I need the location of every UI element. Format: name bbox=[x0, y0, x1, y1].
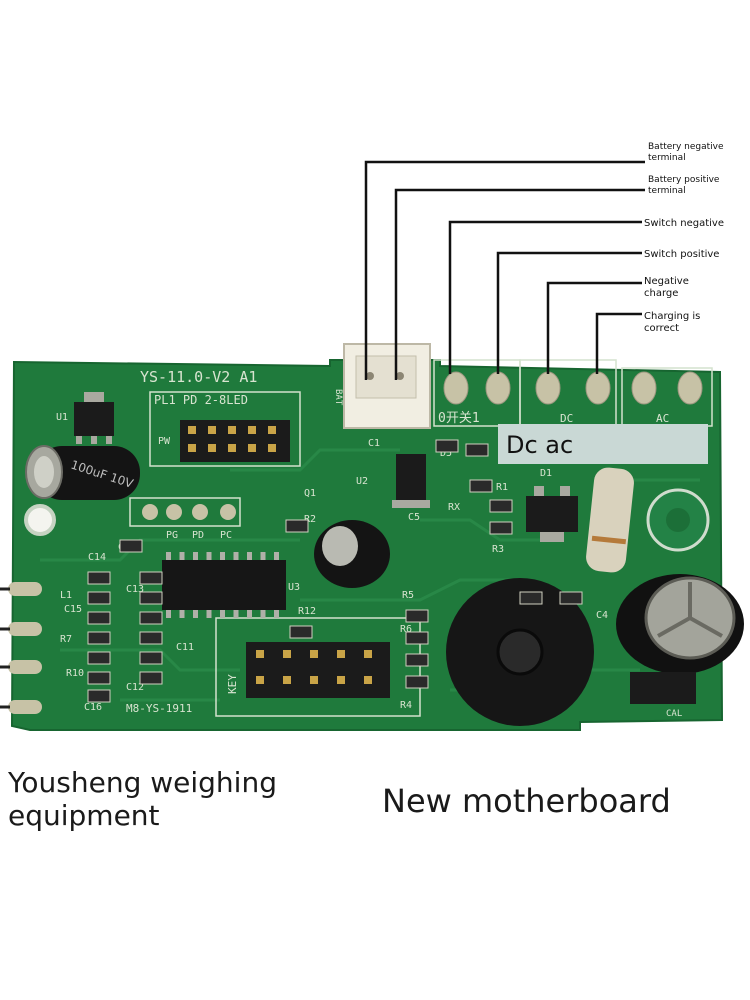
callout-lines bbox=[364, 160, 645, 380]
svg-text:R6: R6 bbox=[400, 624, 412, 635]
smd-components bbox=[87, 439, 583, 703]
svg-text:C13: C13 bbox=[126, 584, 144, 595]
dc-ac-overlay-box bbox=[498, 424, 708, 464]
svg-text:PC: PC bbox=[220, 530, 232, 541]
svg-text:R12: R12 bbox=[298, 606, 316, 617]
capacitor-large bbox=[616, 574, 744, 674]
cal-jumper bbox=[630, 672, 696, 704]
pin-header-top bbox=[180, 420, 290, 462]
svg-text:C1: C1 bbox=[368, 438, 380, 449]
svg-text:PD: PD bbox=[192, 530, 204, 541]
svg-text:U2: U2 bbox=[356, 476, 368, 487]
board-model-label: YS-11.0-V2 A1 bbox=[140, 368, 257, 386]
callout-line-battery-negative bbox=[364, 160, 645, 380]
footer-code: M8-YS-1911 bbox=[126, 702, 192, 715]
svg-text:Q1: Q1 bbox=[304, 488, 316, 499]
callout-line-switch-positive bbox=[496, 251, 642, 374]
top-solder-pads bbox=[443, 371, 703, 405]
svg-text:R3: R3 bbox=[492, 544, 504, 555]
svg-text:C12: C12 bbox=[126, 682, 144, 693]
ac-label: AC bbox=[656, 412, 669, 425]
svg-text:U1: U1 bbox=[56, 412, 68, 423]
regulator-u1 bbox=[74, 392, 114, 444]
microcontroller-u3 bbox=[162, 552, 286, 618]
svg-text:PG: PG bbox=[166, 530, 178, 541]
key-label: KEY bbox=[226, 674, 239, 694]
cal-label: CAL bbox=[666, 709, 682, 719]
svg-text:C4: C4 bbox=[596, 610, 608, 621]
callout-line-charging-correct bbox=[595, 312, 642, 374]
svg-text:C15: C15 bbox=[64, 604, 82, 615]
buzzer bbox=[446, 578, 594, 726]
dc-ac-overlay-label: Dc ac bbox=[506, 431, 574, 459]
svg-text:C5: C5 bbox=[408, 512, 420, 523]
callout-line-negative-charge bbox=[546, 281, 642, 374]
callout-line-battery-positive bbox=[394, 188, 645, 380]
battery-connector bbox=[343, 343, 431, 429]
svg-text:L1: L1 bbox=[60, 590, 72, 601]
svg-text:RX: RX bbox=[448, 502, 460, 513]
svg-text:R4: R4 bbox=[400, 700, 412, 711]
svg-text:U3: U3 bbox=[288, 582, 300, 593]
callout-battery-negative: Battery negative terminal bbox=[648, 142, 724, 163]
callout-battery-positive: Battery positive terminal bbox=[648, 175, 720, 196]
svg-text:C14: C14 bbox=[88, 552, 106, 563]
header-label: PL1 PD 2-8LED bbox=[154, 393, 248, 407]
power-resistor bbox=[586, 467, 634, 573]
capacitor-center bbox=[314, 520, 390, 588]
dc-label: DC bbox=[560, 412, 573, 425]
svg-text:R2: R2 bbox=[304, 514, 316, 525]
svg-text:D5: D5 bbox=[440, 448, 452, 459]
svg-text:R5: R5 bbox=[402, 590, 414, 601]
transistor-u2 bbox=[392, 454, 430, 508]
svg-text:C16: C16 bbox=[84, 702, 102, 713]
caption-left: Yousheng weighing equipment bbox=[8, 766, 277, 832]
key-pin-header bbox=[246, 642, 390, 698]
svg-text:PW: PW bbox=[158, 436, 171, 447]
svg-text:C11: C11 bbox=[176, 642, 194, 653]
svg-text:D1: D1 bbox=[540, 468, 552, 479]
callout-charging-correct: Charging is correct bbox=[644, 311, 701, 334]
callout-switch-negative: Switch negative bbox=[644, 218, 724, 229]
bat-label: BAT bbox=[333, 389, 343, 406]
callout-negative-charge: Negative charge bbox=[644, 276, 689, 299]
capacitor-100uf: 100uF 10V bbox=[25, 445, 140, 500]
mounting-hole bbox=[24, 504, 56, 536]
switch-label: 0开关1 bbox=[438, 411, 480, 426]
left-wire-pads bbox=[0, 582, 42, 714]
svg-text:R1: R1 bbox=[496, 482, 508, 493]
callout-line-switch-negative bbox=[448, 220, 642, 374]
regulator-d1 bbox=[526, 486, 578, 542]
callout-switch-positive: Switch positive bbox=[644, 249, 720, 260]
svg-text:R7: R7 bbox=[60, 634, 72, 645]
svg-text:R10: R10 bbox=[66, 668, 84, 679]
caption-right: New motherboard bbox=[382, 782, 671, 820]
